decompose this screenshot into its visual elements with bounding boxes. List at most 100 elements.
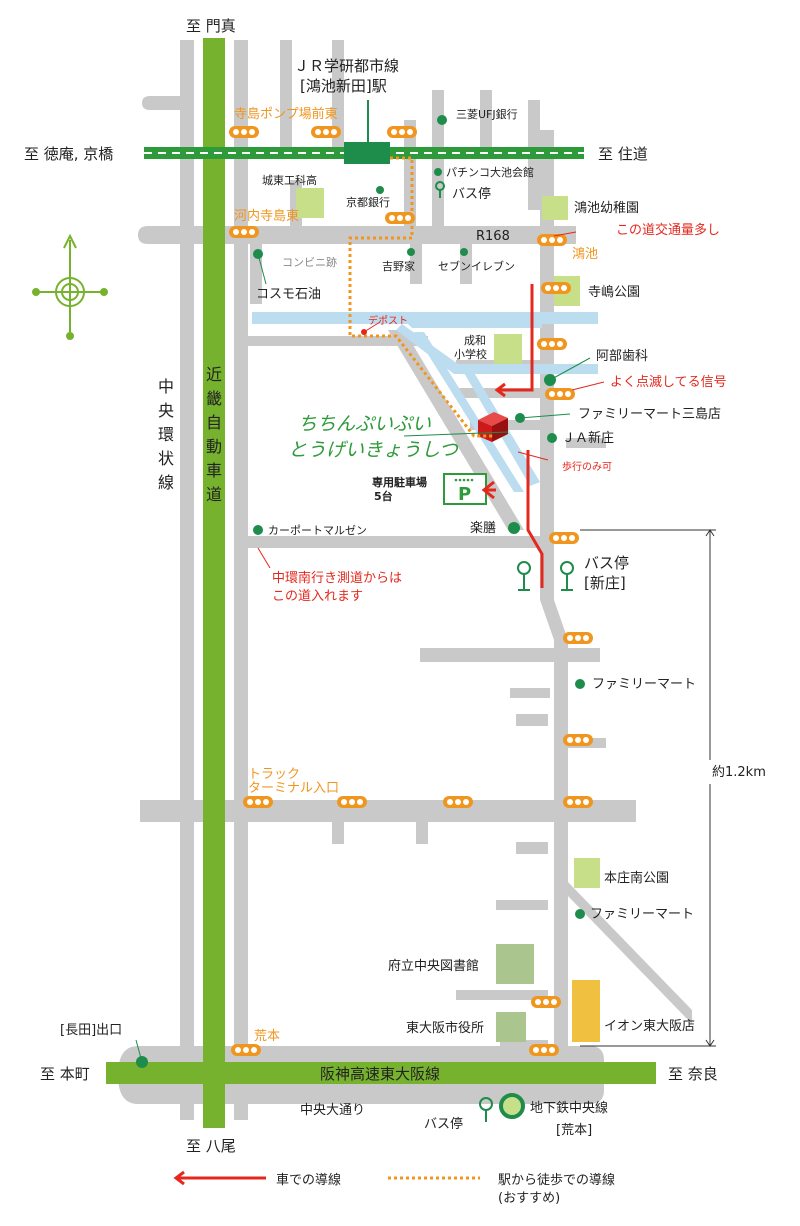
traffic-signal-icon [311, 126, 341, 138]
leader-lines [135, 231, 605, 1063]
familymart3-dot [575, 909, 585, 919]
traffic-signal-icon [387, 126, 417, 138]
seiwa-label-2: 小学校 [454, 347, 487, 361]
shop-name-1: ちちんぷいぷい [298, 413, 431, 435]
legend [173, 1170, 480, 1186]
station-building [344, 142, 390, 164]
seiwa-label-1: 成和 [464, 334, 486, 347]
dir-south: 至 八尾 [186, 1137, 236, 1155]
traffic-signals [229, 126, 593, 1056]
railway [144, 100, 584, 164]
honjo-park [574, 858, 600, 888]
traffic-signal-icon [541, 282, 571, 294]
subway-label-2: [荒本] [556, 1123, 592, 1138]
terajima-park-label: 寺嶋公園 [588, 285, 640, 300]
areas [296, 188, 600, 1042]
chuo-odori-label: 中央大通り [300, 1103, 365, 1118]
int-truck-2: ターミナル入口 [248, 781, 339, 796]
joto-school [296, 188, 324, 218]
distance-label: 約1.2km [712, 765, 766, 780]
ja-dot [547, 433, 557, 443]
distance-bracket [580, 529, 716, 1047]
dir-north: 至 門真 [186, 17, 236, 35]
bus-shinjo-label-2: [新庄] [584, 574, 626, 592]
kyoto-bank-label: 京都銀行 [346, 195, 390, 209]
dir-west-top: 至 徳庵, 京橋 [24, 145, 113, 163]
traffic-signal-icon [531, 996, 561, 1008]
traffic-signal-icon [229, 126, 259, 138]
traffic-signal-icon [243, 796, 273, 808]
legend-car: 車での導線 [276, 1172, 341, 1188]
shop-name-2: とうげいきょうしつ [288, 439, 459, 461]
traffic-signal-icon [545, 388, 575, 400]
carport-dot [253, 525, 263, 535]
kinki-expressway [203, 38, 225, 1128]
familymart3-label: ファミリーマート [590, 907, 694, 922]
route-r168: R168 [476, 229, 510, 244]
konbini-label: コンビニ跡 [282, 255, 337, 269]
compass-icon [32, 233, 108, 340]
aeon-block [572, 980, 600, 1042]
traffic-signal-icon [537, 234, 567, 246]
honjo-park-label: 本庄南公園 [604, 870, 669, 886]
kinki-expressway-label: 近畿自動車道 [206, 365, 222, 504]
library-block [496, 944, 534, 984]
labels: 至 門真 至 徳庵, 京橋 至 住道 至 本町 至 奈良 至 八尾 ＪＲ学研都市… [24, 17, 766, 1206]
kindergarten [542, 196, 568, 220]
mufg-dot [437, 115, 447, 125]
dir-west-bottom: 至 本町 [40, 1065, 90, 1083]
parking-label-1: 専用駐車場 [372, 475, 427, 489]
traffic-signal-icon [337, 796, 367, 808]
kindergarten-label: 鴻池幼稚園 [574, 201, 639, 216]
traffic-signal-icon [563, 734, 593, 746]
bus-stop-icons [435, 181, 574, 1122]
familymart2-label: ファミリーマート [592, 677, 696, 692]
yoshinoya-dot [407, 248, 415, 256]
int-konoike: 鴻池 [572, 247, 598, 262]
station-name: [鴻池新田]駅 [300, 77, 387, 95]
aeon-label: イオン東大阪店 [604, 1018, 695, 1034]
nagata-exit: [長田]出口 [60, 1023, 122, 1038]
familymart-mishima-label: ファミリーマート三島店 [578, 407, 721, 422]
int-pump: 寺島ポンプ場前東 [234, 106, 338, 122]
bus-stop-icon [479, 1097, 493, 1122]
traffic-signal-icon [549, 532, 579, 544]
traffic-signal-icon [231, 1044, 261, 1056]
legend-car-arrow-icon [173, 1170, 266, 1186]
dir-east-bottom: 至 奈良 [668, 1065, 718, 1083]
pachinko-dot [434, 168, 442, 176]
note-walk-only: 歩行のみ可 [562, 460, 612, 473]
car-route [481, 284, 544, 588]
bus-stop-icon [435, 181, 445, 198]
depost-label: デポスト [368, 314, 408, 327]
seven-label: セブンイレブン [438, 259, 515, 273]
chuo-kanjo-label: 中央環状線 [158, 377, 174, 492]
hanshin-label: 阪神高速東大阪線 [320, 1065, 440, 1083]
traffic-signal-icon [563, 632, 593, 644]
mufg-label: 三菱UFJ銀行 [456, 107, 518, 121]
legend-walk-2: (おすすめ) [498, 1191, 560, 1206]
seven-dot [460, 248, 468, 256]
subway-label-1: 地下鉄中央線 [530, 1100, 608, 1116]
traffic-signal-icon [229, 226, 259, 238]
joto-label: 城東工科高 [262, 173, 317, 187]
traffic-signal-icon [563, 796, 593, 808]
bus-stop-icon [517, 561, 531, 591]
traffic-signal-icon [385, 212, 415, 224]
parking-label-2: 5台 [374, 489, 393, 503]
note-blinking: よく点滅してる信号 [610, 375, 727, 390]
yoshinoya-label: 吉野家 [382, 259, 415, 273]
note-traffic: この道交通量多し [616, 222, 720, 238]
dir-east-top: 至 住道 [598, 145, 648, 163]
rakuzen-dot [508, 522, 520, 534]
carport-label: カーポートマルゼン [268, 524, 367, 537]
station-line: ＪＲ学研都市線 [294, 57, 399, 75]
cosmo-label: コスモ石油 [256, 287, 321, 302]
bus-shinjo-label-1: バス停 [584, 554, 629, 572]
abe-label: 阿部歯科 [596, 349, 648, 364]
parking-sign: P [458, 484, 471, 505]
legend-walk-1: 駅から徒歩での導線 [498, 1172, 615, 1188]
vertical-labels: 近畿自動車道 中央環状線 [158, 365, 222, 504]
traffic-signal-icon [529, 1044, 559, 1056]
